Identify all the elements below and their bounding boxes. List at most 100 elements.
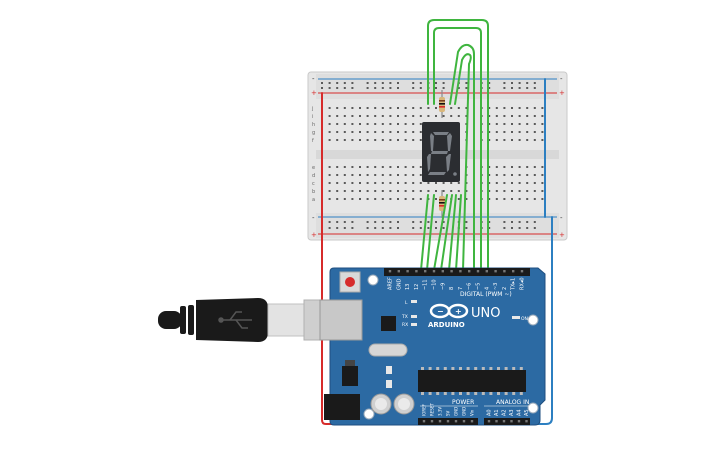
breadboard-hole[interactable] bbox=[495, 115, 498, 117]
breadboard-hole[interactable] bbox=[343, 107, 346, 109]
digital-pin-socket[interactable] bbox=[415, 270, 418, 273]
breadboard-hole[interactable] bbox=[457, 182, 460, 184]
breadboard-rail-hole[interactable] bbox=[442, 221, 445, 223]
breadboard-hole[interactable] bbox=[533, 198, 536, 200]
breadboard-hole[interactable] bbox=[511, 166, 513, 168]
breadboard-hole[interactable] bbox=[374, 131, 377, 133]
breadboard-hole[interactable] bbox=[366, 131, 369, 133]
green-wire-loop-3[interactable] bbox=[449, 43, 475, 271]
breadboard-hole[interactable] bbox=[328, 115, 331, 117]
breadboard-rail-hole[interactable] bbox=[465, 87, 468, 89]
digital-pin-socket[interactable] bbox=[494, 270, 497, 273]
green-wire-pin-11[interactable] bbox=[433, 194, 448, 271]
breadboard-rail-hole[interactable] bbox=[374, 227, 377, 229]
digital-pin-socket[interactable] bbox=[424, 270, 427, 273]
breadboard-rail-hole[interactable] bbox=[389, 82, 392, 84]
breadboard-hole[interactable] bbox=[435, 198, 437, 200]
breadboard-rail-hole[interactable] bbox=[336, 221, 339, 223]
breadboard-hole[interactable] bbox=[381, 139, 384, 141]
breadboard-rail-hole[interactable] bbox=[366, 87, 369, 89]
breadboard-hole[interactable] bbox=[336, 174, 339, 176]
breadboard-hole[interactable] bbox=[488, 198, 491, 200]
breadboard-hole[interactable] bbox=[419, 139, 422, 141]
breadboard-rail-hole[interactable] bbox=[465, 82, 468, 84]
breadboard-hole[interactable] bbox=[503, 182, 506, 184]
digital-pin-socket[interactable] bbox=[512, 270, 515, 273]
breadboard-hole[interactable] bbox=[404, 115, 407, 117]
breadboard-hole[interactable] bbox=[450, 182, 453, 184]
breadboard-rail-hole[interactable] bbox=[343, 87, 346, 89]
breadboard-rail-hole[interactable] bbox=[412, 82, 415, 84]
breadboard-hole[interactable] bbox=[526, 182, 529, 184]
breadboard-hole[interactable] bbox=[533, 174, 536, 176]
breadboard-hole[interactable] bbox=[518, 131, 521, 133]
breadboard-rail-hole[interactable] bbox=[526, 221, 529, 223]
breadboard-hole[interactable] bbox=[366, 198, 369, 200]
breadboard-hole[interactable] bbox=[526, 115, 529, 117]
breadboard-hole[interactable] bbox=[351, 174, 354, 176]
breadboard-hole[interactable] bbox=[366, 139, 369, 141]
breadboard-hole[interactable] bbox=[541, 115, 544, 117]
breadboard-hole[interactable] bbox=[427, 182, 430, 184]
breadboard-hole[interactable] bbox=[351, 123, 354, 125]
breadboard-rail-hole[interactable] bbox=[351, 227, 354, 229]
analog-pin-socket[interactable] bbox=[517, 420, 521, 423]
breadboard-hole[interactable] bbox=[397, 139, 399, 141]
breadboard-hole[interactable] bbox=[343, 131, 346, 133]
breadboard-hole[interactable] bbox=[533, 115, 536, 117]
breadboard-rail-hole[interactable] bbox=[442, 82, 445, 84]
breadboard-hole[interactable] bbox=[457, 115, 460, 117]
breadboard-hole[interactable] bbox=[336, 198, 339, 200]
breadboard-rail-hole[interactable] bbox=[511, 82, 513, 84]
breadboard-rail-hole[interactable] bbox=[381, 82, 384, 84]
breadboard-hole[interactable] bbox=[419, 107, 422, 109]
breadboard-hole[interactable] bbox=[488, 166, 491, 168]
breadboard-rail-hole[interactable] bbox=[374, 82, 377, 84]
breadboard-hole[interactable] bbox=[419, 182, 422, 184]
breadboard-rail-hole[interactable] bbox=[435, 221, 437, 223]
seven-segment-display[interactable] bbox=[422, 122, 460, 182]
breadboard-hole[interactable] bbox=[404, 123, 407, 125]
breadboard-hole[interactable] bbox=[503, 115, 506, 117]
breadboard-hole[interactable] bbox=[495, 190, 498, 192]
digital-pin-socket[interactable] bbox=[468, 270, 471, 273]
breadboard-hole[interactable] bbox=[351, 198, 354, 200]
breadboard-hole[interactable] bbox=[381, 115, 384, 117]
breadboard-hole[interactable] bbox=[374, 139, 377, 141]
breadboard-rail-hole[interactable] bbox=[533, 227, 536, 229]
breadboard-hole[interactable] bbox=[397, 182, 399, 184]
breadboard-hole[interactable] bbox=[397, 115, 399, 117]
breadboard-rail-hole[interactable] bbox=[427, 227, 430, 229]
breadboard-hole[interactable] bbox=[404, 166, 407, 168]
breadboard-hole[interactable] bbox=[389, 139, 392, 141]
breadboard-rail-hole[interactable] bbox=[351, 87, 354, 89]
power-pin-socket[interactable] bbox=[438, 420, 442, 423]
analog-pin-socket[interactable] bbox=[487, 420, 491, 423]
breadboard-hole[interactable] bbox=[465, 190, 468, 192]
breadboard-hole[interactable] bbox=[488, 174, 491, 176]
breadboard-hole[interactable] bbox=[359, 198, 361, 200]
breadboard-hole[interactable] bbox=[526, 123, 529, 125]
breadboard-hole[interactable] bbox=[495, 131, 498, 133]
breadboard-hole[interactable] bbox=[351, 166, 354, 168]
digital-pin-socket[interactable] bbox=[520, 270, 524, 273]
breadboard-rail-hole[interactable] bbox=[518, 82, 521, 84]
power-pin-socket[interactable] bbox=[430, 420, 434, 423]
breadboard-hole[interactable] bbox=[495, 182, 498, 184]
breadboard-hole[interactable] bbox=[404, 198, 407, 200]
breadboard-hole[interactable] bbox=[419, 115, 422, 117]
breadboard-rail-hole[interactable] bbox=[457, 87, 460, 89]
breadboard-hole[interactable] bbox=[412, 139, 415, 141]
breadboard-hole[interactable] bbox=[442, 115, 445, 117]
breadboard-hole[interactable] bbox=[359, 174, 361, 176]
breadboard-hole[interactable] bbox=[366, 107, 369, 109]
breadboard-hole[interactable] bbox=[465, 115, 468, 117]
breadboard-hole[interactable] bbox=[495, 198, 498, 200]
breadboard-hole[interactable] bbox=[389, 190, 392, 192]
breadboard-hole[interactable] bbox=[343, 123, 346, 125]
breadboard-hole[interactable] bbox=[533, 107, 536, 109]
breadboard-hole[interactable] bbox=[412, 107, 415, 109]
breadboard-hole[interactable] bbox=[465, 107, 468, 109]
breadboard-rail-hole[interactable] bbox=[442, 227, 445, 229]
